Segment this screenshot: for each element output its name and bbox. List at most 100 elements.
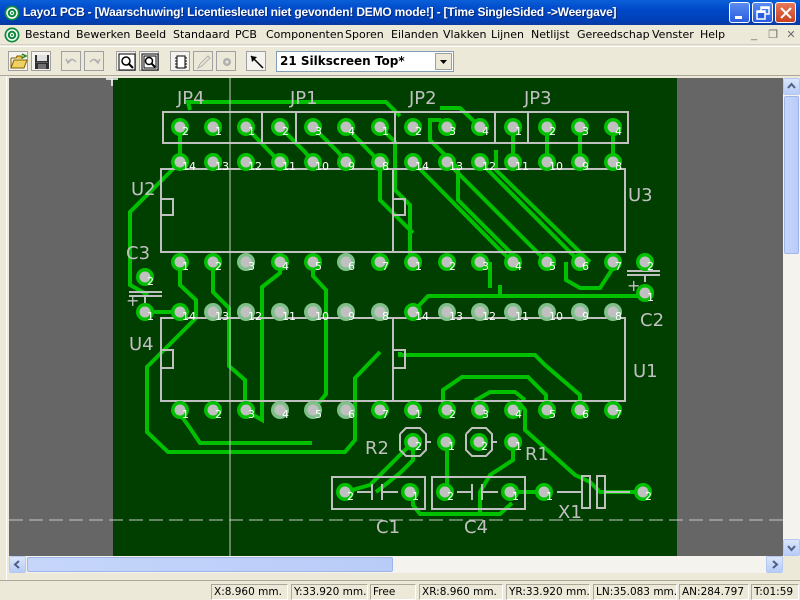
- u2-pin[interactable]: 7: [371, 253, 389, 273]
- trace-x1[interactable]: [515, 398, 645, 494]
- u3-pin[interactable]: 1: [404, 253, 422, 273]
- jp2-pin[interactable]: 1: [371, 118, 389, 138]
- component-button[interactable]: [170, 51, 190, 71]
- u1-pin[interactable]: 8: [604, 303, 622, 323]
- u3-pin[interactable]: 12: [471, 153, 496, 173]
- trace-jp2-3[interactable]: [428, 118, 515, 257]
- jp3-pin[interactable]: 3: [571, 118, 589, 138]
- u4-pin[interactable]: 12: [237, 303, 262, 323]
- horizontal-scrollbar[interactable]: [9, 556, 783, 573]
- scroll-right-button[interactable]: [766, 556, 783, 573]
- jp1-pin[interactable]: 4: [337, 118, 355, 138]
- jp3-pin[interactable]: 2: [538, 118, 556, 138]
- u2-pin[interactable]: 10: [304, 153, 329, 173]
- u2-pin[interactable]: 3: [237, 253, 255, 273]
- menu-netlijst[interactable]: Netlijst: [531, 28, 570, 41]
- scroll-left-button[interactable]: [9, 556, 26, 573]
- u4-pin[interactable]: 6: [337, 401, 355, 421]
- pad-button[interactable]: [216, 51, 236, 71]
- scroll-up-button[interactable]: [783, 78, 800, 95]
- trace-u2-c3[interactable]: [128, 160, 182, 297]
- vertical-scroll-thumb[interactable]: [784, 96, 799, 254]
- menu-venster[interactable]: Venster: [652, 28, 694, 41]
- jp2-pin[interactable]: 3: [438, 118, 456, 138]
- u2-pin[interactable]: 14: [171, 153, 196, 173]
- u1-pin[interactable]: 5: [538, 401, 556, 421]
- u4-pin[interactable]: 5: [304, 401, 322, 421]
- trace-jp2-1[interactable]: [378, 125, 412, 262]
- trace-u2-1-loop[interactable]: [145, 262, 382, 454]
- trace-u3-6-7[interactable]: [564, 262, 615, 290]
- u3-pin[interactable]: 6: [571, 253, 589, 273]
- u4-pin[interactable]: 9: [337, 303, 355, 323]
- c2-pin[interactable]: 2: [636, 253, 654, 273]
- u1-pin[interactable]: 13: [438, 303, 463, 323]
- u3-pin[interactable]: 2: [438, 253, 456, 273]
- u4-pin[interactable]: 1: [171, 401, 189, 421]
- u4-pin[interactable]: 2: [204, 401, 222, 421]
- u2-pin[interactable]: 8: [371, 153, 389, 173]
- u3-pin[interactable]: 7: [604, 253, 622, 273]
- u3-pin[interactable]: 8: [604, 153, 622, 173]
- u3-pin[interactable]: 4: [504, 253, 522, 273]
- layer-select-dropdown-button[interactable]: [435, 53, 452, 70]
- trace-u4-3[interactable]: [227, 330, 247, 410]
- menu-help[interactable]: Help: [700, 28, 726, 41]
- u1-pin[interactable]: 12: [471, 303, 496, 323]
- pencil-button[interactable]: [193, 51, 213, 71]
- u1-pin[interactable]: 10: [538, 303, 563, 323]
- u1-pin[interactable]: 9: [571, 303, 589, 323]
- trace-jp4-jp1[interactable]: [185, 100, 402, 118]
- jp3-pin[interactable]: 1: [504, 118, 522, 138]
- layer-select[interactable]: 21 Silkscreen Top*: [276, 51, 454, 72]
- u3-pin[interactable]: 13: [438, 153, 463, 173]
- mdi-close-button[interactable]: ✕: [786, 29, 796, 41]
- trace-r1-c4[interactable]: [478, 442, 515, 512]
- vertical-scrollbar[interactable]: [783, 78, 800, 556]
- jp4-pin[interactable]: 2: [171, 118, 189, 138]
- undo-button[interactable]: [61, 51, 81, 71]
- u3-pin[interactable]: 11: [504, 153, 529, 173]
- restore-button[interactable]: [752, 2, 773, 23]
- u2-pin[interactable]: 1: [171, 253, 189, 273]
- u4-pin[interactable]: 3: [237, 401, 255, 421]
- pointer-button[interactable]: [246, 51, 266, 71]
- horizontal-scroll-thumb[interactable]: [27, 557, 393, 572]
- jp2-pin[interactable]: 4: [471, 118, 489, 138]
- u2-pin[interactable]: 6: [337, 253, 355, 273]
- trace-jp2-4[interactable]: [440, 106, 482, 129]
- jp1-pin[interactable]: 1: [237, 118, 255, 138]
- u3-pin[interactable]: 5: [538, 253, 556, 273]
- u2-pin[interactable]: 2: [204, 253, 222, 273]
- menu-pcb[interactable]: PCB: [235, 28, 257, 41]
- save-button[interactable]: [31, 51, 51, 71]
- menu-gereedschap[interactable]: Gereedschap: [577, 28, 650, 41]
- r1-pin[interactable]: 1: [504, 433, 522, 453]
- menu-bewerken[interactable]: Bewerken: [76, 28, 131, 41]
- trace-u2-8[interactable]: [378, 162, 415, 235]
- u4-pin[interactable]: 11: [271, 303, 296, 323]
- u1-pin[interactable]: 6: [571, 401, 589, 421]
- u2-pin[interactable]: 11: [271, 153, 296, 173]
- menu-standaard[interactable]: Standaard: [173, 28, 230, 41]
- trace-u1-6[interactable]: [398, 352, 582, 410]
- mdi-minimize-button[interactable]: _: [750, 29, 758, 41]
- menu-sporen[interactable]: Sporen: [345, 28, 384, 41]
- u4-pin[interactable]: 14: [171, 303, 196, 323]
- u3-pin[interactable]: 14: [404, 153, 429, 173]
- zoom-fit-button[interactable]: [139, 51, 159, 71]
- c4-pin[interactable]: 1: [501, 483, 519, 503]
- menu-beeld[interactable]: Beeld: [135, 28, 167, 41]
- title-bar[interactable]: Layo1 PCB - [Waarschuwing! Licentiesleut…: [0, 0, 800, 25]
- c1-pin[interactable]: 2: [336, 483, 354, 503]
- c4-pin[interactable]: 2: [436, 483, 454, 503]
- x1-pin[interactable]: 1: [535, 483, 553, 503]
- zoom-button[interactable]: [116, 51, 136, 71]
- u1-pin[interactable]: 4: [504, 401, 522, 421]
- trace-u1-2-5[interactable]: [441, 375, 548, 410]
- u1-pin[interactable]: 7: [604, 401, 622, 421]
- r2-pin[interactable]: 1: [437, 433, 455, 453]
- u3-pin[interactable]: 9: [571, 153, 589, 173]
